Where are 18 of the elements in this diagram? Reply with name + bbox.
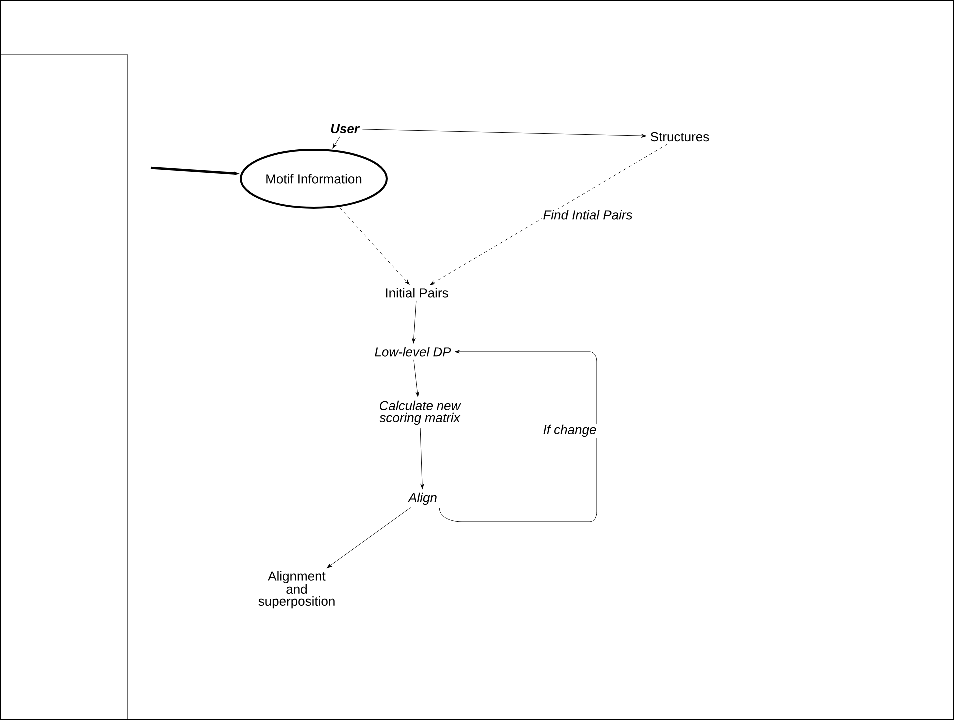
node-text: Initial Pairs xyxy=(386,288,448,298)
arrow xyxy=(332,136,341,149)
arrow xyxy=(430,144,668,286)
node-text: Align xyxy=(408,492,437,506)
arrow xyxy=(420,428,424,490)
node-text: User xyxy=(331,124,360,134)
node-text: Calculate new scoring matrix xyxy=(380,400,462,426)
arrow xyxy=(362,129,647,138)
node-text: Structures xyxy=(650,132,710,142)
arrow xyxy=(414,360,420,398)
arrow xyxy=(412,300,417,344)
arrow xyxy=(340,208,410,285)
arrow xyxy=(327,508,412,568)
edge-label: If change xyxy=(542,424,598,438)
arrow xyxy=(439,350,598,522)
node-text: Alignment and superposition xyxy=(258,571,335,609)
edge-label: Find Intial Pairs xyxy=(542,209,634,221)
node-text: Low-level DP xyxy=(375,347,452,357)
